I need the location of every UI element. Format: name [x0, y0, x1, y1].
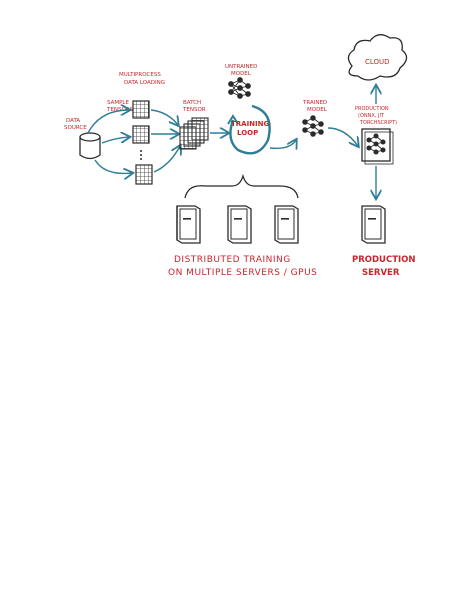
untrained-model-label: UNTRAINED MODEL — [225, 64, 259, 77]
multiprocess-loading-label: MULTIPROCESS DATA LOADING — [119, 72, 165, 86]
production-model-box — [361, 128, 394, 165]
arrow-trained-to-production — [327, 127, 358, 146]
trained-model-label: TRAINED MODEL — [302, 100, 329, 113]
cloud-icon — [347, 34, 408, 81]
tensor-grid-icon — [132, 125, 150, 144]
neural-net-icon — [366, 133, 386, 155]
arrow-loop-to-trained — [269, 140, 296, 148]
server-icon — [274, 205, 299, 244]
cloud-label: CLOUD — [365, 58, 390, 66]
training-loop-label: TRAINING LOOP — [231, 120, 272, 137]
tensor-grid-icon — [179, 117, 209, 150]
neural-net-icon — [228, 77, 251, 99]
server-icon — [176, 205, 201, 244]
tensor-grid-icon — [132, 100, 150, 119]
server-icon — [361, 205, 386, 244]
arrow-source-to-tensor-1 — [87, 110, 129, 134]
tensor-grid-icon — [135, 164, 153, 185]
server-icon — [227, 205, 252, 244]
production-server-label: PRODUCTION SERVER — [352, 255, 418, 278]
production-label: PRODUCTION (ONNX, JIT TORCHSCRIPT) — [355, 106, 397, 126]
batch-tensor-label: BATCH TENSOR — [182, 100, 206, 113]
arrow-source-to-tensor-2 — [101, 137, 129, 144]
arrow-tensor-to-batch-3 — [153, 146, 180, 173]
data-source-label: DATA SOURCE — [64, 118, 87, 131]
arrow-tensor-to-batch-1 — [150, 109, 178, 125]
brace — [184, 173, 299, 199]
distributed-training-label: DISTRIBUTED TRAINING ON MULTIPLE SERVERS… — [168, 255, 317, 278]
cycle-arrow-icon — [227, 104, 271, 155]
neural-net-icon — [302, 115, 324, 137]
database-icon — [79, 132, 101, 160]
arrow-source-to-tensor-3 — [94, 159, 132, 173]
ellipsis-dots — [140, 150, 142, 160]
